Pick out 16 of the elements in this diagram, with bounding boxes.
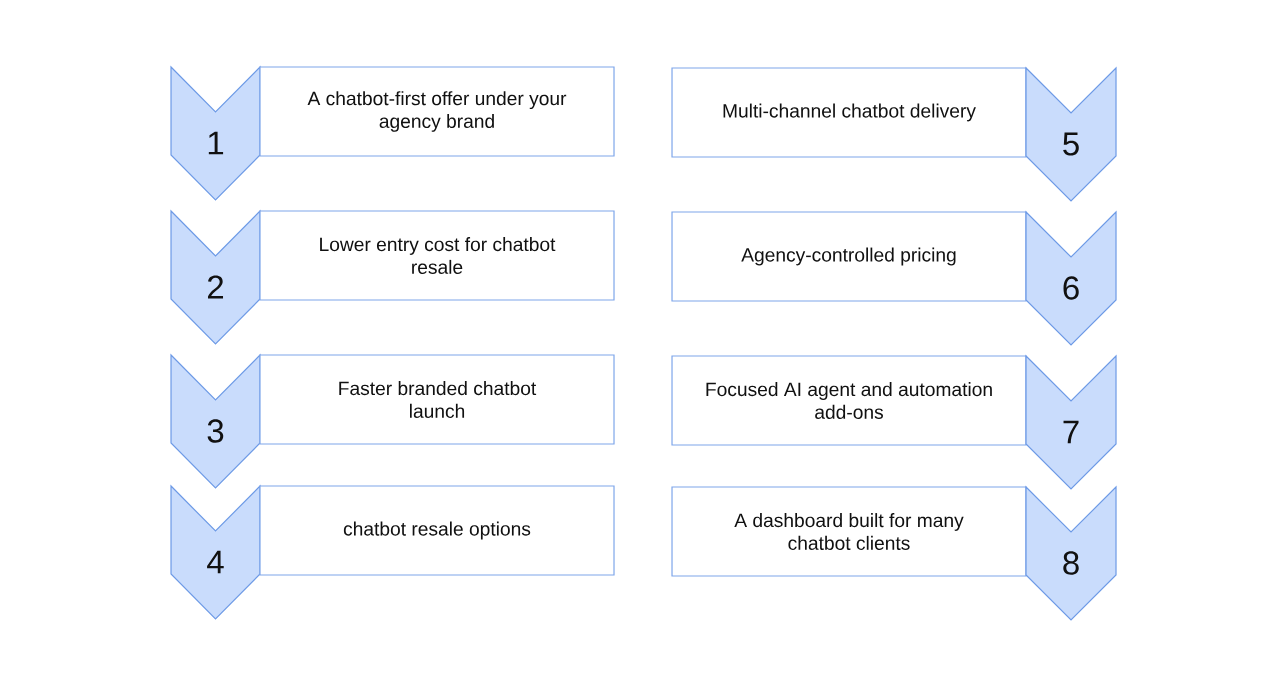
chevron-badge: 4 [170, 484, 261, 620]
chevron-badge: 3 [170, 353, 261, 489]
text-box: A chatbot-first offer under your agency brand [259, 66, 615, 157]
chevron-badge: 8 [1025, 485, 1117, 621]
chevron-badge: 5 [1025, 66, 1117, 202]
chevron-badge: 7 [1025, 354, 1117, 490]
text-box: Lower entry cost for chatbot resale [259, 210, 615, 301]
chevron-badge: 6 [1025, 210, 1117, 346]
text-box: Multi-channel chatbot delivery [671, 67, 1027, 158]
chevron-badge: 2 [170, 209, 261, 345]
text-box: Focused AI agent and automation add-ons [671, 355, 1027, 446]
text-box: Faster branded chatbot launch [259, 354, 615, 445]
chevron-badge: 1 [170, 65, 261, 201]
text-box: A dashboard built for many chatbot clients [671, 486, 1027, 577]
text-box: Agency-controlled pricing [671, 211, 1027, 302]
text-box: chatbot resale options [259, 485, 615, 576]
